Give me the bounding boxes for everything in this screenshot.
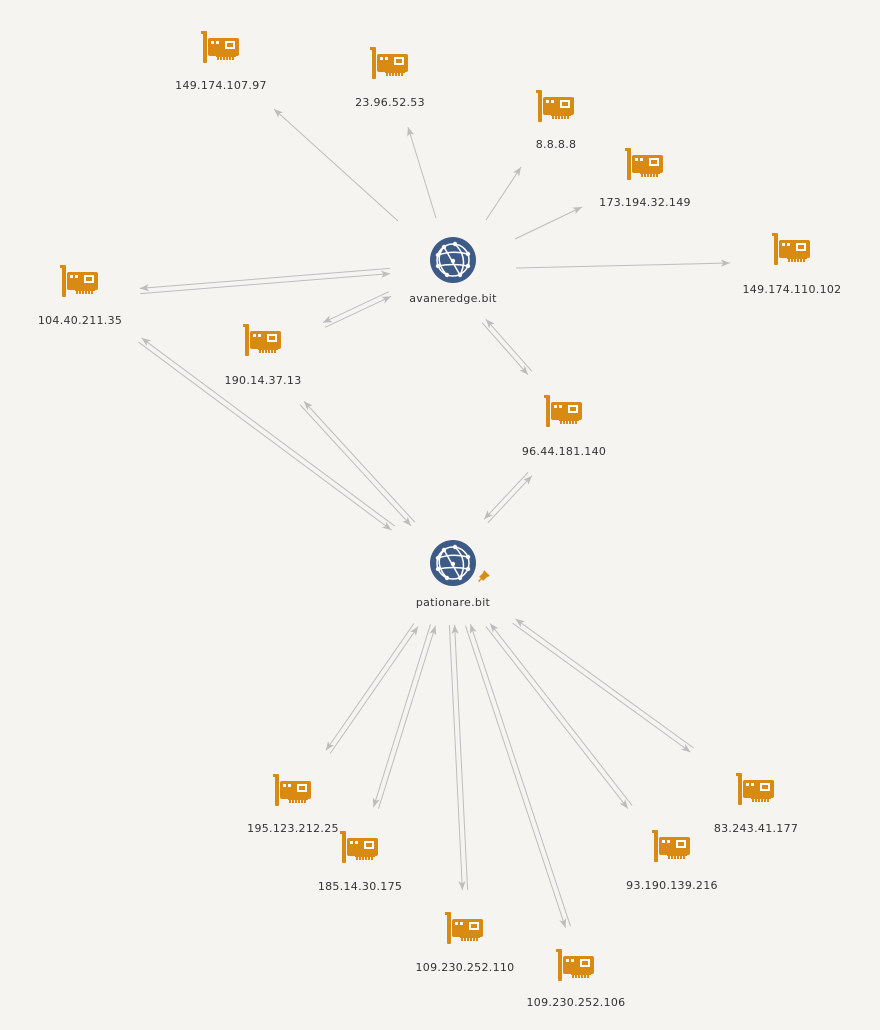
edge-arrow-out [465, 625, 567, 928]
edge-arrow-in [451, 624, 469, 890]
ip-node-ip3[interactable]: 8.8.8.8 [536, 90, 577, 151]
ip-node-ip4[interactable]: 173.194.32.149 [599, 148, 691, 209]
domain-node-pationare[interactable]: pationare.bit [416, 540, 491, 609]
edge-arrow-out [487, 475, 533, 524]
node-label: 104.40.211.35 [38, 314, 122, 327]
edge-arrow-in [489, 623, 633, 806]
network-card-icon [201, 31, 239, 63]
node-label: 149.174.110.102 [743, 283, 842, 296]
edge-avaneredge-ip3 [485, 166, 522, 221]
edge-pationare-ip12 [465, 624, 571, 928]
edge-pationare-ip6 [138, 337, 395, 531]
node-label: 83.243.41.177 [714, 822, 798, 835]
network-card-icon [652, 830, 690, 862]
network-card-icon [243, 324, 281, 356]
edge-arrow-out [448, 625, 466, 891]
ip-node-ip6[interactable]: 104.40.211.35 [38, 265, 122, 327]
edge-avaneredge-ip7 [322, 291, 392, 328]
node-label: 109.230.252.110 [416, 961, 515, 974]
edge-pationare-ip9 [325, 623, 419, 754]
edge-avaneredge-ip8 [481, 318, 533, 376]
node-label: 93.190.139.216 [626, 879, 718, 892]
edge-arrow-out [273, 108, 399, 222]
edge-arrow-out [481, 322, 529, 376]
edge-avaneredge-ip5 [515, 259, 731, 269]
network-card-icon [544, 395, 582, 427]
edge-arrow-out [512, 622, 691, 753]
node-label: pationare.bit [416, 596, 491, 609]
edge-arrow-out [485, 166, 522, 221]
edge-arrow-in [138, 341, 392, 531]
edge-arrow-in [483, 471, 529, 520]
edge-arrow-in [324, 295, 392, 328]
edge-arrow-out [485, 626, 629, 809]
edge-arrow-out [515, 259, 731, 269]
node-label: 109.230.252.106 [527, 996, 626, 1009]
node-label: 195.123.212.25 [247, 822, 339, 835]
network-card-icon [273, 774, 311, 806]
globe-icon [430, 540, 476, 586]
ip-node-ip9[interactable]: 195.123.212.25 [247, 774, 339, 835]
edge-arrow-in [515, 618, 694, 749]
edge-pationare-ip11 [448, 624, 469, 891]
ip-node-ip8[interactable]: 96.44.181.140 [522, 395, 606, 458]
ip-node-ip5[interactable]: 149.174.110.102 [743, 233, 842, 296]
ip-node-ip10[interactable]: 185.14.30.175 [318, 831, 402, 893]
edge-arrow-out [407, 126, 437, 219]
nodes-layer: avaneredge.bit pationare.bit 149.174.107.9… [38, 31, 842, 1009]
network-card-icon [340, 831, 378, 863]
network-card-icon [556, 949, 594, 981]
node-label: avaneredge.bit [409, 292, 497, 305]
edge-arrow-out [139, 267, 390, 292]
edge-pationare-ip7 [299, 400, 416, 527]
ip-node-ip7[interactable]: 190.14.37.13 [224, 324, 301, 387]
network-card-icon [772, 233, 810, 265]
network-card-icon [625, 148, 663, 180]
network-card-icon [445, 912, 483, 944]
node-label: 190.14.37.13 [224, 374, 301, 387]
node-label: 23.96.52.53 [355, 96, 425, 109]
node-label: 149.174.107.97 [175, 79, 267, 92]
node-label: 8.8.8.8 [536, 138, 577, 151]
edge-avaneredge-ip4 [514, 206, 583, 240]
ip-node-ip11[interactable]: 109.230.252.110 [416, 912, 515, 974]
edge-pationare-ip13 [485, 623, 633, 809]
edge-arrow-in [329, 626, 419, 754]
network-card-icon [536, 90, 574, 122]
edge-pationare-ip10 [372, 624, 437, 809]
ip-node-ip13[interactable]: 93.190.139.216 [626, 830, 718, 892]
ip-node-ip1[interactable]: 149.174.107.97 [175, 31, 267, 92]
ip-node-ip12[interactable]: 109.230.252.106 [527, 949, 626, 1009]
edge-arrow-out [303, 400, 416, 523]
edge-arrow-out [372, 624, 431, 808]
network-card-icon [60, 265, 98, 297]
edge-arrow-out [514, 206, 583, 240]
domain-node-avaneredge[interactable]: avaneredge.bit [409, 237, 497, 305]
ip-node-ip2[interactable]: 23.96.52.53 [355, 47, 425, 109]
edge-pationare-ip8 [483, 471, 533, 524]
edge-arrow-in [469, 624, 571, 927]
pin-icon[interactable] [478, 570, 490, 582]
node-label: 96.44.181.140 [522, 445, 606, 458]
edge-pationare-ip14 [512, 618, 694, 753]
edge-avaneredge-ip1 [273, 108, 399, 222]
edge-arrow-in [485, 318, 533, 372]
edge-arrow-out [141, 337, 395, 527]
edge-avaneredge-ip6 [139, 267, 391, 295]
edge-arrow-out [325, 623, 415, 751]
edge-arrow-in [299, 404, 412, 527]
edge-avaneredge-ip2 [407, 126, 437, 219]
edge-arrow-in [140, 270, 391, 295]
globe-icon [430, 237, 476, 283]
edges-layer [138, 108, 731, 928]
node-label: 173.194.32.149 [599, 196, 691, 209]
edge-arrow-in [378, 625, 437, 809]
network-card-icon [736, 773, 774, 805]
network-card-icon [370, 47, 408, 79]
ip-node-ip14[interactable]: 83.243.41.177 [714, 773, 798, 835]
edge-arrow-out [322, 291, 390, 324]
node-label: 185.14.30.175 [318, 880, 402, 893]
